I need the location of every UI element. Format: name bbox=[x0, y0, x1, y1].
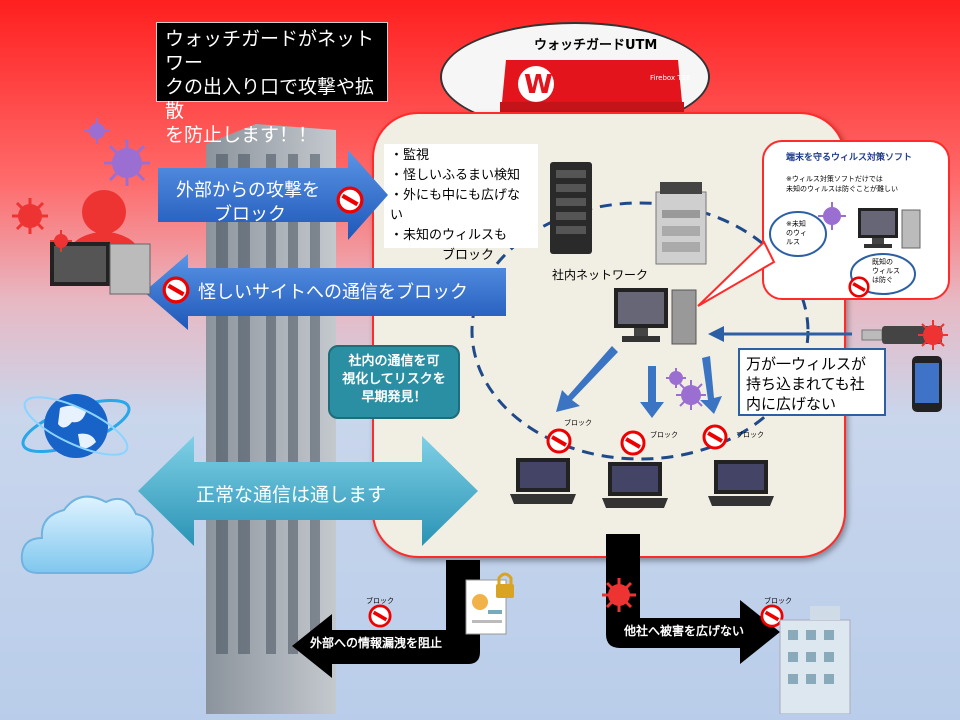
laptop-icon bbox=[510, 458, 576, 504]
globe-icon bbox=[21, 394, 131, 458]
block-icon bbox=[848, 276, 870, 298]
virus-icon bbox=[602, 578, 636, 612]
server-rack-icon bbox=[550, 162, 592, 254]
av-note-1: ※ウィルス対策ソフトだけでは bbox=[786, 175, 883, 183]
block-icon bbox=[620, 430, 646, 456]
block-label: ブロック bbox=[736, 431, 764, 439]
callout-line-3: を防止します！！ bbox=[165, 124, 318, 146]
bubble-line: は防ぐ bbox=[872, 276, 893, 284]
virus-line: 持ち込まれても社 bbox=[746, 375, 865, 393]
secure-document-icon bbox=[465, 572, 514, 635]
virus-icon bbox=[666, 368, 686, 388]
block-icon bbox=[162, 276, 190, 304]
virus-spread-note: 万が一ウィルスが 持ち込まれても社 内に広げない bbox=[738, 348, 886, 416]
virus-icon bbox=[818, 202, 846, 230]
attack-label-1: 外部からの攻撃を bbox=[176, 180, 320, 201]
av-title: 端末を守るウィルス対策ソフト bbox=[786, 153, 913, 163]
callout-pointer bbox=[697, 240, 776, 307]
normal-label: 正常な通信は通します bbox=[196, 484, 387, 506]
cloud-icon bbox=[20, 495, 154, 574]
features-list: ・監視 ・怪しいふるまい検知 ・外にも中にも広げない ・未知のウィルスも ブロッ… bbox=[384, 144, 538, 263]
block-label: ブロック bbox=[650, 431, 678, 439]
printer-icon bbox=[655, 182, 707, 265]
block-icon bbox=[760, 604, 784, 628]
bubble-line: ※未知 bbox=[786, 220, 806, 228]
internal-spread-arrows bbox=[556, 346, 722, 418]
callout-line-2: クの出入り口で攻撃や拡散 bbox=[165, 76, 375, 122]
teal-line: 社内の通信を可 bbox=[348, 354, 440, 369]
visibility-note: 社内の通信を可 視化してリスクを 早期発見！ bbox=[328, 345, 460, 419]
teal-line: 早期発見！ bbox=[361, 390, 427, 405]
utm-brand-letter: W bbox=[524, 70, 553, 100]
laptop-icon bbox=[708, 460, 774, 506]
smartphone-icon bbox=[912, 356, 942, 412]
utm-title: ウォッチガードUTM bbox=[534, 38, 658, 53]
virus-line: 内に広げない bbox=[746, 395, 837, 413]
bubble-unknown: ※未知 のウィ ルス bbox=[786, 220, 807, 247]
av-note-2: 未知のウィルスは防ぐことが難しい bbox=[786, 185, 898, 193]
attack-block-arrow bbox=[158, 150, 388, 240]
bubble-line: ルス bbox=[786, 238, 800, 246]
utm-model-label: Firebox T36 bbox=[650, 74, 691, 82]
bubble-known: 既知の ウィルス は防ぐ bbox=[872, 258, 900, 285]
suspicious-block-arrow bbox=[144, 254, 506, 330]
teal-line: 視化してリスクを bbox=[342, 372, 446, 387]
block-label: ブロック bbox=[564, 419, 592, 427]
leak-block-arrow bbox=[292, 560, 480, 678]
virus-line: 万が一ウィルスが bbox=[746, 355, 867, 373]
callout-line-1: ウォッチガードがネットワー bbox=[165, 28, 375, 74]
damage-label: 他社へ被害を広げない bbox=[624, 624, 745, 638]
bubble-line: ウィルス bbox=[872, 267, 900, 275]
feature-item: ブロック bbox=[442, 248, 495, 263]
feature-item: ・怪しいふるまい検知 bbox=[390, 168, 521, 183]
block-label: ブロック bbox=[366, 597, 394, 605]
virus-icon bbox=[104, 140, 150, 186]
bubble-line: のウィ bbox=[786, 229, 807, 237]
bubble-line: 既知の bbox=[872, 258, 893, 266]
desktop-pc-icon bbox=[858, 208, 921, 249]
suspicious-label: 怪しいサイトへの通信をブロック bbox=[198, 282, 468, 303]
network-circle bbox=[470, 201, 810, 461]
laptop-icon bbox=[602, 462, 668, 508]
feature-item: ・外にも中にも広げない bbox=[390, 188, 521, 223]
watchguard-callout: ウォッチガードがネットワー クの出入り口で攻撃や拡散 を防止します！！ bbox=[156, 22, 388, 146]
damage-block-arrow bbox=[606, 534, 780, 664]
virus-icon bbox=[12, 198, 48, 234]
virus-icon bbox=[918, 320, 948, 350]
block-icon bbox=[336, 186, 364, 214]
speech-bubble bbox=[769, 211, 827, 257]
virus-icon bbox=[84, 118, 110, 144]
other-company-building-icon bbox=[779, 606, 851, 714]
network-label: 社内ネットワーク bbox=[552, 268, 649, 282]
block-icon bbox=[546, 428, 572, 454]
leak-label: 外部への情報漏洩を阻止 bbox=[310, 636, 443, 650]
desktop-pc-icon bbox=[614, 288, 697, 345]
attack-label-2: ブロック bbox=[214, 204, 286, 225]
inbound-arrow bbox=[708, 326, 852, 342]
virus-icon bbox=[676, 380, 706, 410]
normal-traffic-arrow bbox=[138, 436, 478, 546]
feature-item: ・監視 bbox=[390, 148, 430, 163]
virus-icon bbox=[50, 230, 72, 252]
block-label: ブロック bbox=[764, 597, 792, 605]
block-icon bbox=[368, 604, 392, 628]
block-icon bbox=[702, 424, 728, 450]
feature-item: ・未知のウィルスも bbox=[390, 228, 508, 243]
